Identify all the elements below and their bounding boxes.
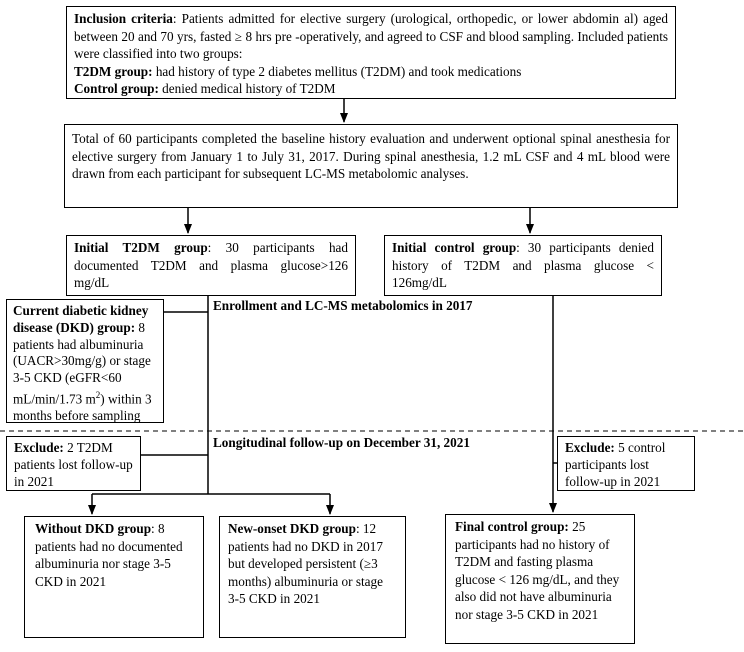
- final-control-title: Final control group:: [455, 519, 569, 534]
- enrollment-period-label: Enrollment and LC-MS metabolomics in 201…: [213, 298, 473, 313]
- new-onset-dkd-box: New-onset DKD group: 12 patients had no …: [219, 516, 406, 638]
- inclusion-criteria-box: Inclusion criteria: Patients admitted fo…: [66, 6, 676, 99]
- new-onset-dkd-title: New-onset DKD group: [228, 521, 356, 536]
- exclude-t2dm-box: Exclude: 2 T2DM patients lost follow-up …: [6, 436, 141, 491]
- current-dkd-text: 8 patients had albuminuria (UACR>30mg/g)…: [13, 319, 151, 407]
- exclude-control-box: Exclude: 5 control participants lost fol…: [557, 436, 695, 491]
- current-dkd-text-end: ) within 3 months before sampling: [13, 391, 152, 424]
- baseline-box: Total of 60 participants completed the b…: [64, 124, 678, 208]
- initial-control-box: Initial control group: 30 participants d…: [384, 235, 662, 296]
- exclude-control-title: Exclude:: [565, 440, 615, 455]
- initial-control-text: : 30 participants denied history of T2DM…: [392, 240, 654, 290]
- exclude-t2dm-title: Exclude:: [14, 440, 64, 455]
- exclude-control-text: 5 control participants lost follow-up in…: [565, 440, 666, 489]
- control-group-label: Control group:: [74, 81, 159, 96]
- current-dkd-title: Current diabetic kidney disease (DKD) gr…: [13, 303, 149, 335]
- control-group-definition: denied medical history of T2DM: [158, 81, 336, 96]
- initial-t2dm-title: Initial T2DM group: [74, 240, 208, 255]
- current-dkd-superscript: 2: [95, 389, 101, 400]
- t2dm-group-label: T2DM group:: [74, 63, 153, 79]
- new-onset-dkd-text: : 12 patients had no DKD in 2017 but dev…: [228, 521, 383, 606]
- inclusion-criteria-title: Inclusion criteria: [74, 11, 173, 26]
- final-control-text: 25 participants had no history of T2DM a…: [455, 519, 620, 622]
- t2dm-group-definition: had history of type 2 diabetes mellitus …: [152, 63, 522, 79]
- current-dkd-box: Current diabetic kidney disease (DKD) gr…: [6, 299, 164, 423]
- without-dkd-box: Without DKD group: 8 patients had no doc…: [24, 516, 204, 638]
- baseline-text: Total of 60 participants completed the b…: [72, 131, 670, 181]
- without-dkd-text: : 8 patients had no documented albuminur…: [35, 521, 183, 589]
- without-dkd-title: Without DKD group: [35, 521, 152, 536]
- initial-t2dm-text: : 30 participants had documented T2DM an…: [74, 240, 348, 290]
- initial-t2dm-box: Initial T2DM group: 30 participants had …: [66, 235, 356, 296]
- followup-period-label: Longitudinal follow-up on December 31, 2…: [213, 435, 470, 450]
- final-control-box: Final control group: 25 participants had…: [445, 514, 635, 644]
- exclude-t2dm-text: 2 T2DM patients lost follow-up in 2021: [14, 440, 133, 489]
- inclusion-criteria-text: : Patients admitted for elective surgery…: [74, 11, 668, 61]
- initial-control-title: Initial control group: [392, 240, 517, 255]
